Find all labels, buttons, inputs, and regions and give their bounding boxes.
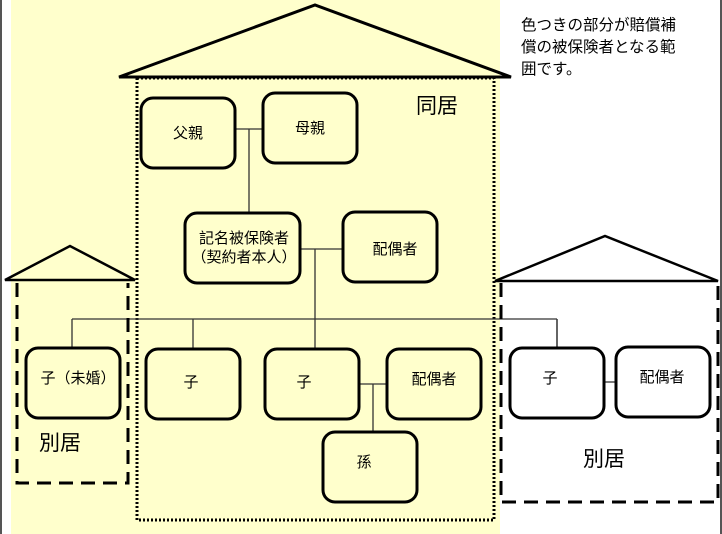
person-mother: 母親 xyxy=(261,91,359,165)
married-child-spouse-label: 配偶者 xyxy=(639,368,684,386)
svg-text:（契約者本人）: （契約者本人） xyxy=(191,248,296,266)
unmarried-child-label: 子（未婚） xyxy=(40,369,115,387)
coverage-note: 色つきの部分が賠償補 償の被保険者となる範 囲です。 xyxy=(521,16,676,78)
person-named-insured: 記名被保険者 （契約者本人） xyxy=(183,211,302,285)
left-separate-house: 子（未婚） 別居 xyxy=(4,244,136,485)
separate-label-right: 別居 xyxy=(583,447,625,471)
svg-text:母親: 母親 xyxy=(295,119,325,137)
svg-text:子: 子 xyxy=(296,373,311,391)
person-spouse: 配偶者 xyxy=(341,210,439,284)
right-edge xyxy=(720,0,722,534)
person-married-child xyxy=(508,346,606,420)
person-grandchild: 孫 xyxy=(321,430,419,504)
person-father: 父親 xyxy=(139,96,237,170)
svg-text:配偶者: 配偶者 xyxy=(411,370,456,388)
cohabiting-label: 同居 xyxy=(416,94,458,118)
left-house-walls xyxy=(15,283,130,485)
svg-text:償の被保険者となる範: 償の被保険者となる範 xyxy=(521,38,676,56)
right-house-roof xyxy=(494,234,719,283)
connector-lines xyxy=(71,128,616,432)
svg-text:配偶者: 配偶者 xyxy=(372,240,417,258)
covered-area-highlight xyxy=(11,0,500,534)
right-separate-house: 子 配偶者 別居 xyxy=(494,234,720,504)
person-child-2: 子 xyxy=(263,347,361,421)
main-house: 同居 xyxy=(118,3,512,522)
svg-text:孫: 孫 xyxy=(356,453,371,471)
separate-label-left: 別居 xyxy=(39,431,81,455)
svg-text:子: 子 xyxy=(183,373,198,391)
main-house-walls xyxy=(135,76,496,522)
person-child-2-spouse: 配偶者 xyxy=(385,347,483,421)
person-unmarried-child xyxy=(24,346,122,420)
married-child-label: 子 xyxy=(542,369,557,387)
person-child-1: 子 xyxy=(144,347,242,421)
svg-text:記名被保険者: 記名被保険者 xyxy=(199,229,289,247)
svg-text:囲です。: 囲です。 xyxy=(521,60,581,78)
left-edge xyxy=(0,0,2,534)
person-married-child-spouse xyxy=(614,345,712,419)
svg-text:色つきの部分が賠償補: 色つきの部分が賠償補 xyxy=(521,16,676,34)
svg-text:父親: 父親 xyxy=(173,124,203,142)
left-house-roof xyxy=(4,244,136,282)
